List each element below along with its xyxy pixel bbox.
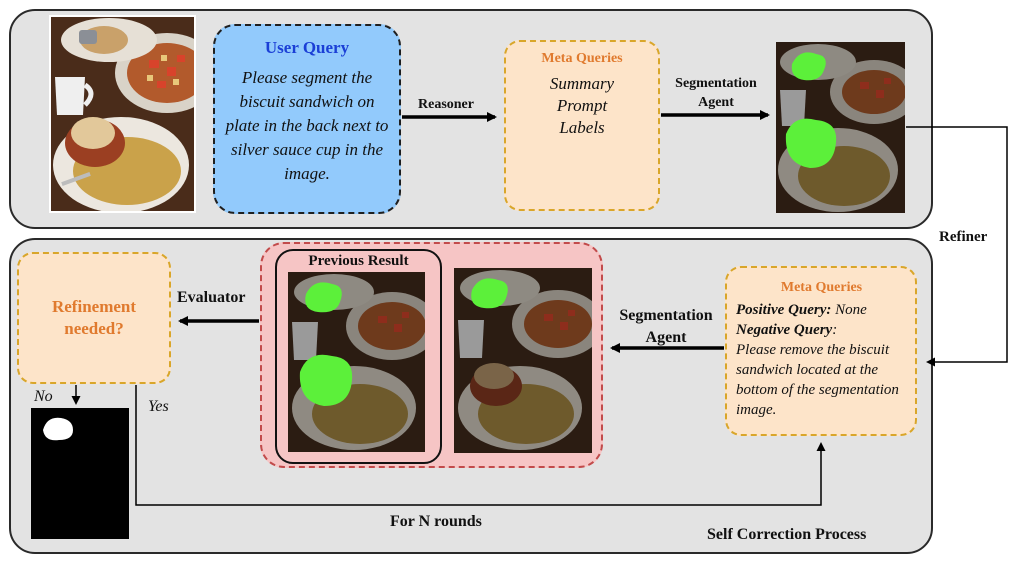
reasoner-label: Reasoner <box>418 97 474 112</box>
segmentation-agent-label-top: Segmentation Agent <box>675 76 757 110</box>
positive-query-value: None <box>831 302 867 318</box>
meta-queries-title-bottom: Meta Queries <box>780 280 863 295</box>
mask-blob <box>43 417 73 441</box>
refiner-label: Refiner <box>939 229 988 245</box>
evaluator-label: Evaluator <box>177 289 246 306</box>
segmentation-agent-label-bottom: Segmentation Agent <box>619 307 713 346</box>
negative-query-line: Negative Query: <box>736 320 907 340</box>
positive-query-label: Positive Query: <box>736 302 832 318</box>
meta-queries-box-top: Meta Queries Summary Prompt Labels <box>504 40 660 211</box>
meta-query-item-summary: Summary <box>549 74 615 93</box>
previous-result-label: Previous Result <box>308 253 409 269</box>
for-n-rounds-label: For N rounds <box>390 513 482 530</box>
input-image <box>49 15 196 213</box>
positive-query-line: Positive Query: None <box>736 300 907 320</box>
negative-query-value: Please remove the biscuit sandwich locat… <box>736 342 899 418</box>
refinement-needed-title: Refinement needed? <box>51 297 137 338</box>
no-label: No <box>34 388 53 405</box>
meta-queries-title-top: Meta Queries <box>541 51 623 66</box>
yes-label: Yes <box>148 398 169 415</box>
final-mask-image <box>31 408 129 539</box>
meta-query-item-prompt: Prompt <box>556 96 608 115</box>
self-correction-process-label: Self Correction Process <box>707 526 867 543</box>
negative-query-label: Negative Query <box>736 322 833 338</box>
user-query-text: Please segment the biscuit sandwich on p… <box>225 68 389 183</box>
segmentation-output-image <box>776 42 905 213</box>
refinement-needed-box: Refinement needed? <box>17 252 171 384</box>
previous-result-image <box>288 272 425 452</box>
negative-query-colon: : <box>832 322 838 338</box>
user-query-title: User Query <box>264 38 350 57</box>
user-query-box: User Query Please segment the biscuit sa… <box>213 24 401 214</box>
meta-query-item-labels: Labels <box>559 118 605 137</box>
refined-result-image <box>454 268 592 453</box>
meta-queries-box-bottom: Meta Queries Positive Query: None Negati… <box>725 266 917 436</box>
